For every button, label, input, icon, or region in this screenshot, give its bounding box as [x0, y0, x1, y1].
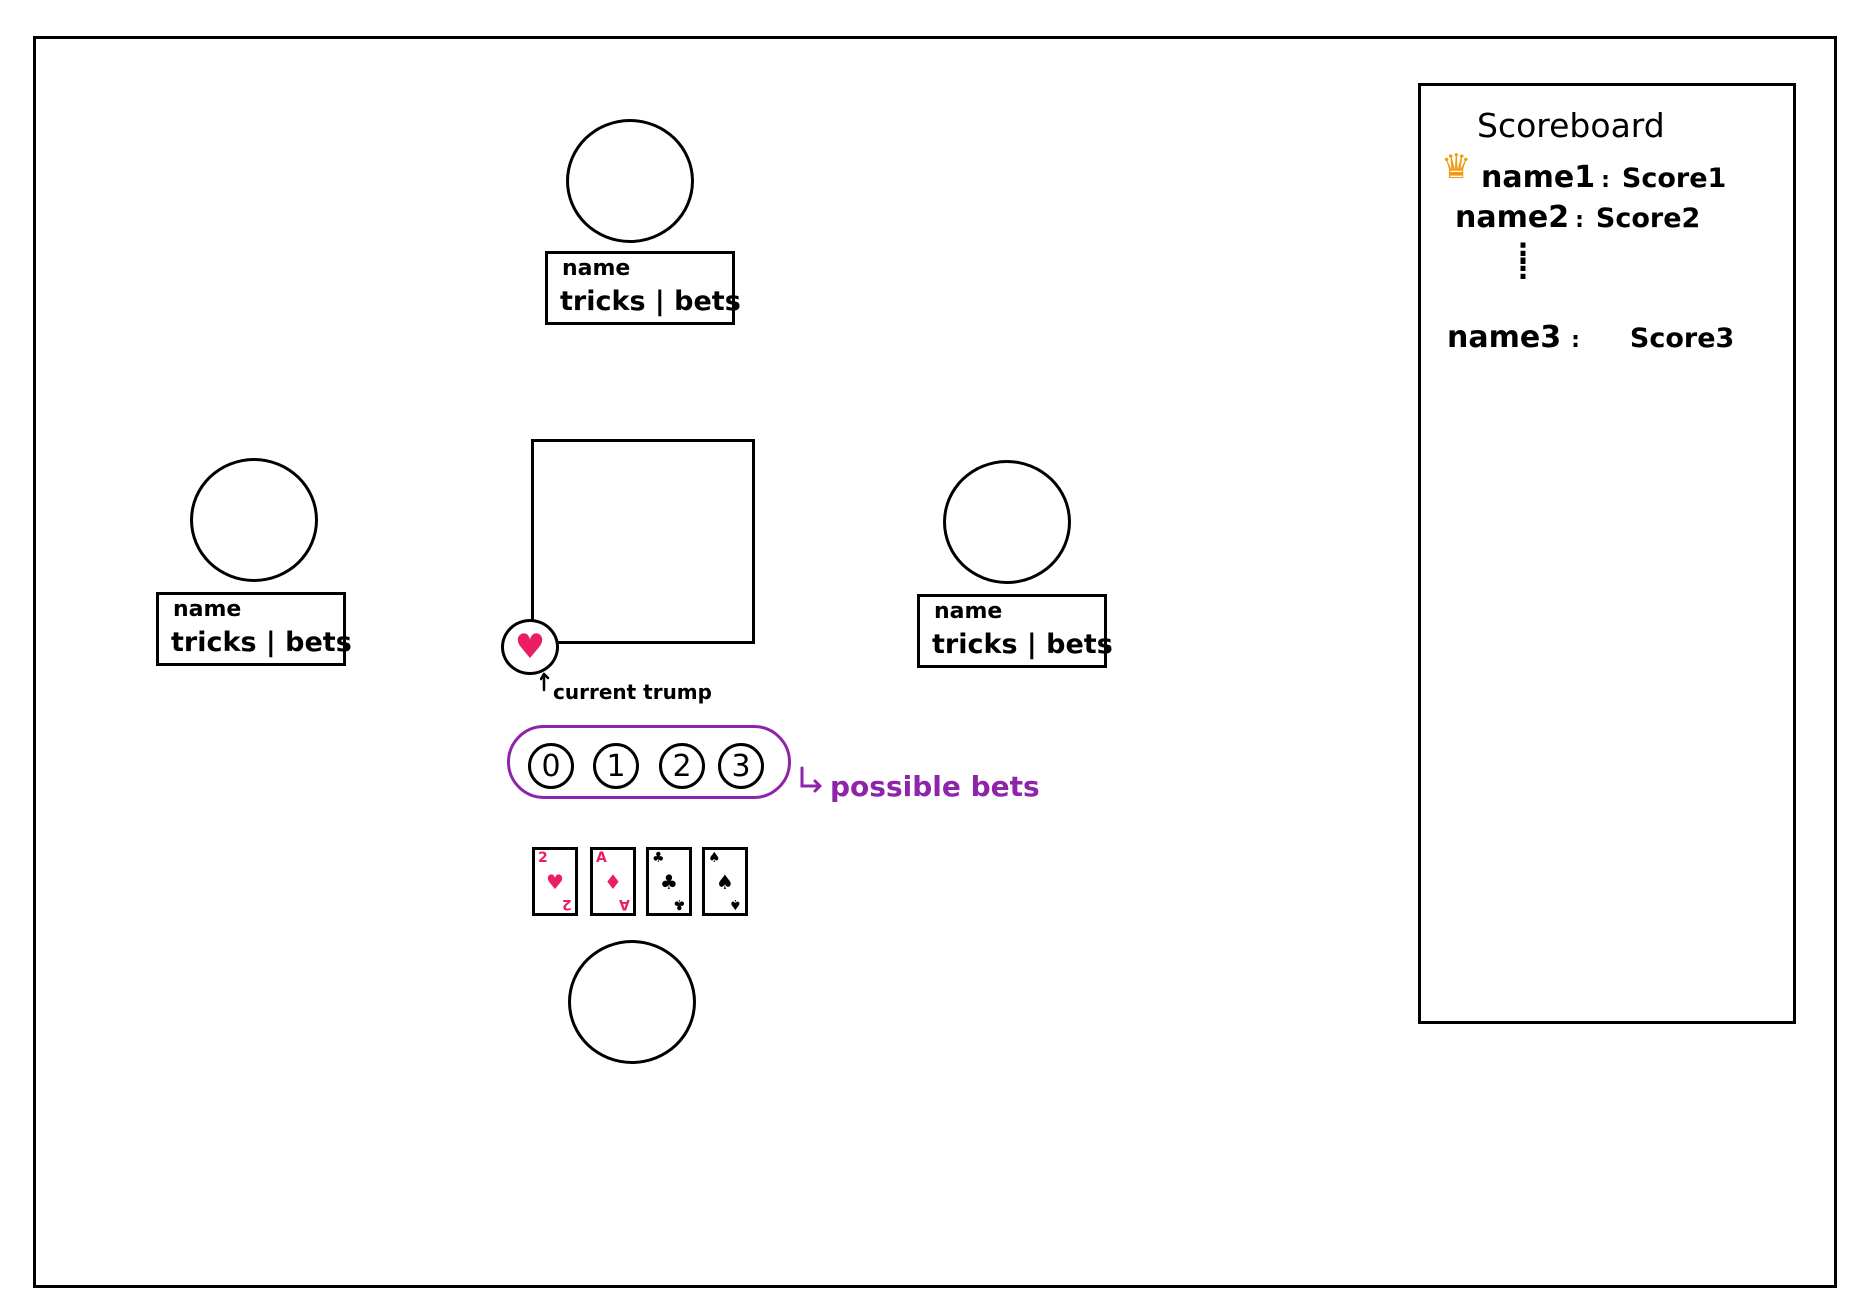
- player-tricks-bets: tricks | bets: [932, 629, 1113, 660]
- player-name: name: [934, 599, 1003, 624]
- trick-area: [531, 439, 755, 644]
- bets-group: [507, 725, 791, 799]
- player-bottom-avatar: [568, 940, 696, 1064]
- player-tricks-bets: tricks | bets: [560, 286, 741, 317]
- player-name: name: [562, 256, 631, 281]
- scoreboard-row: name1:Score1: [1481, 160, 1727, 195]
- crown-icon: ♛: [1441, 147, 1472, 187]
- scoreboard: Scoreboard ♛ name1:Score1 name2:Score2 ⋮…: [1418, 83, 1796, 1024]
- scoreboard-row: name3:Score3: [1447, 320, 1735, 355]
- player-top-avatar: [566, 119, 694, 243]
- hand-card-heart-2[interactable]: 2 ♥ 2: [532, 847, 578, 916]
- bets-caption: possible bets: [830, 770, 1040, 803]
- hand-card-diamond-a[interactable]: A ♦ A: [590, 847, 636, 916]
- player-left-info: name tricks | bets: [156, 592, 352, 666]
- player-right-avatar: [943, 460, 1071, 584]
- bet-option-3[interactable]: 3: [718, 743, 764, 789]
- trump-caption: current trump: [553, 680, 712, 704]
- hand-card-club[interactable]: ♣ ♣ ♣: [646, 847, 692, 916]
- player-top-info: name tricks | bets: [545, 251, 741, 325]
- game-table: [33, 36, 1837, 1288]
- bet-option-1[interactable]: 1: [593, 743, 639, 789]
- scoreboard-row: name2:Score2: [1455, 200, 1701, 235]
- player-right-info: name tricks | bets: [917, 594, 1113, 668]
- heart-icon: ♥: [501, 619, 559, 675]
- hand-card-spade[interactable]: ♠ ♠ ♠: [702, 847, 748, 916]
- scoreboard-ellipsis: ⋮ ⋮: [1509, 237, 1537, 285]
- bet-option-0[interactable]: 0: [528, 743, 574, 789]
- scoreboard-title: Scoreboard: [1477, 106, 1665, 145]
- trump-arrow-icon: [540, 672, 550, 692]
- player-name: name: [173, 597, 242, 622]
- player-left-avatar: [190, 458, 318, 582]
- player-tricks-bets: tricks | bets: [171, 627, 352, 658]
- bet-option-2[interactable]: 2: [659, 743, 705, 789]
- trump-suit-symbol: ♥: [514, 627, 546, 667]
- bets-arrow-icon: [800, 766, 822, 793]
